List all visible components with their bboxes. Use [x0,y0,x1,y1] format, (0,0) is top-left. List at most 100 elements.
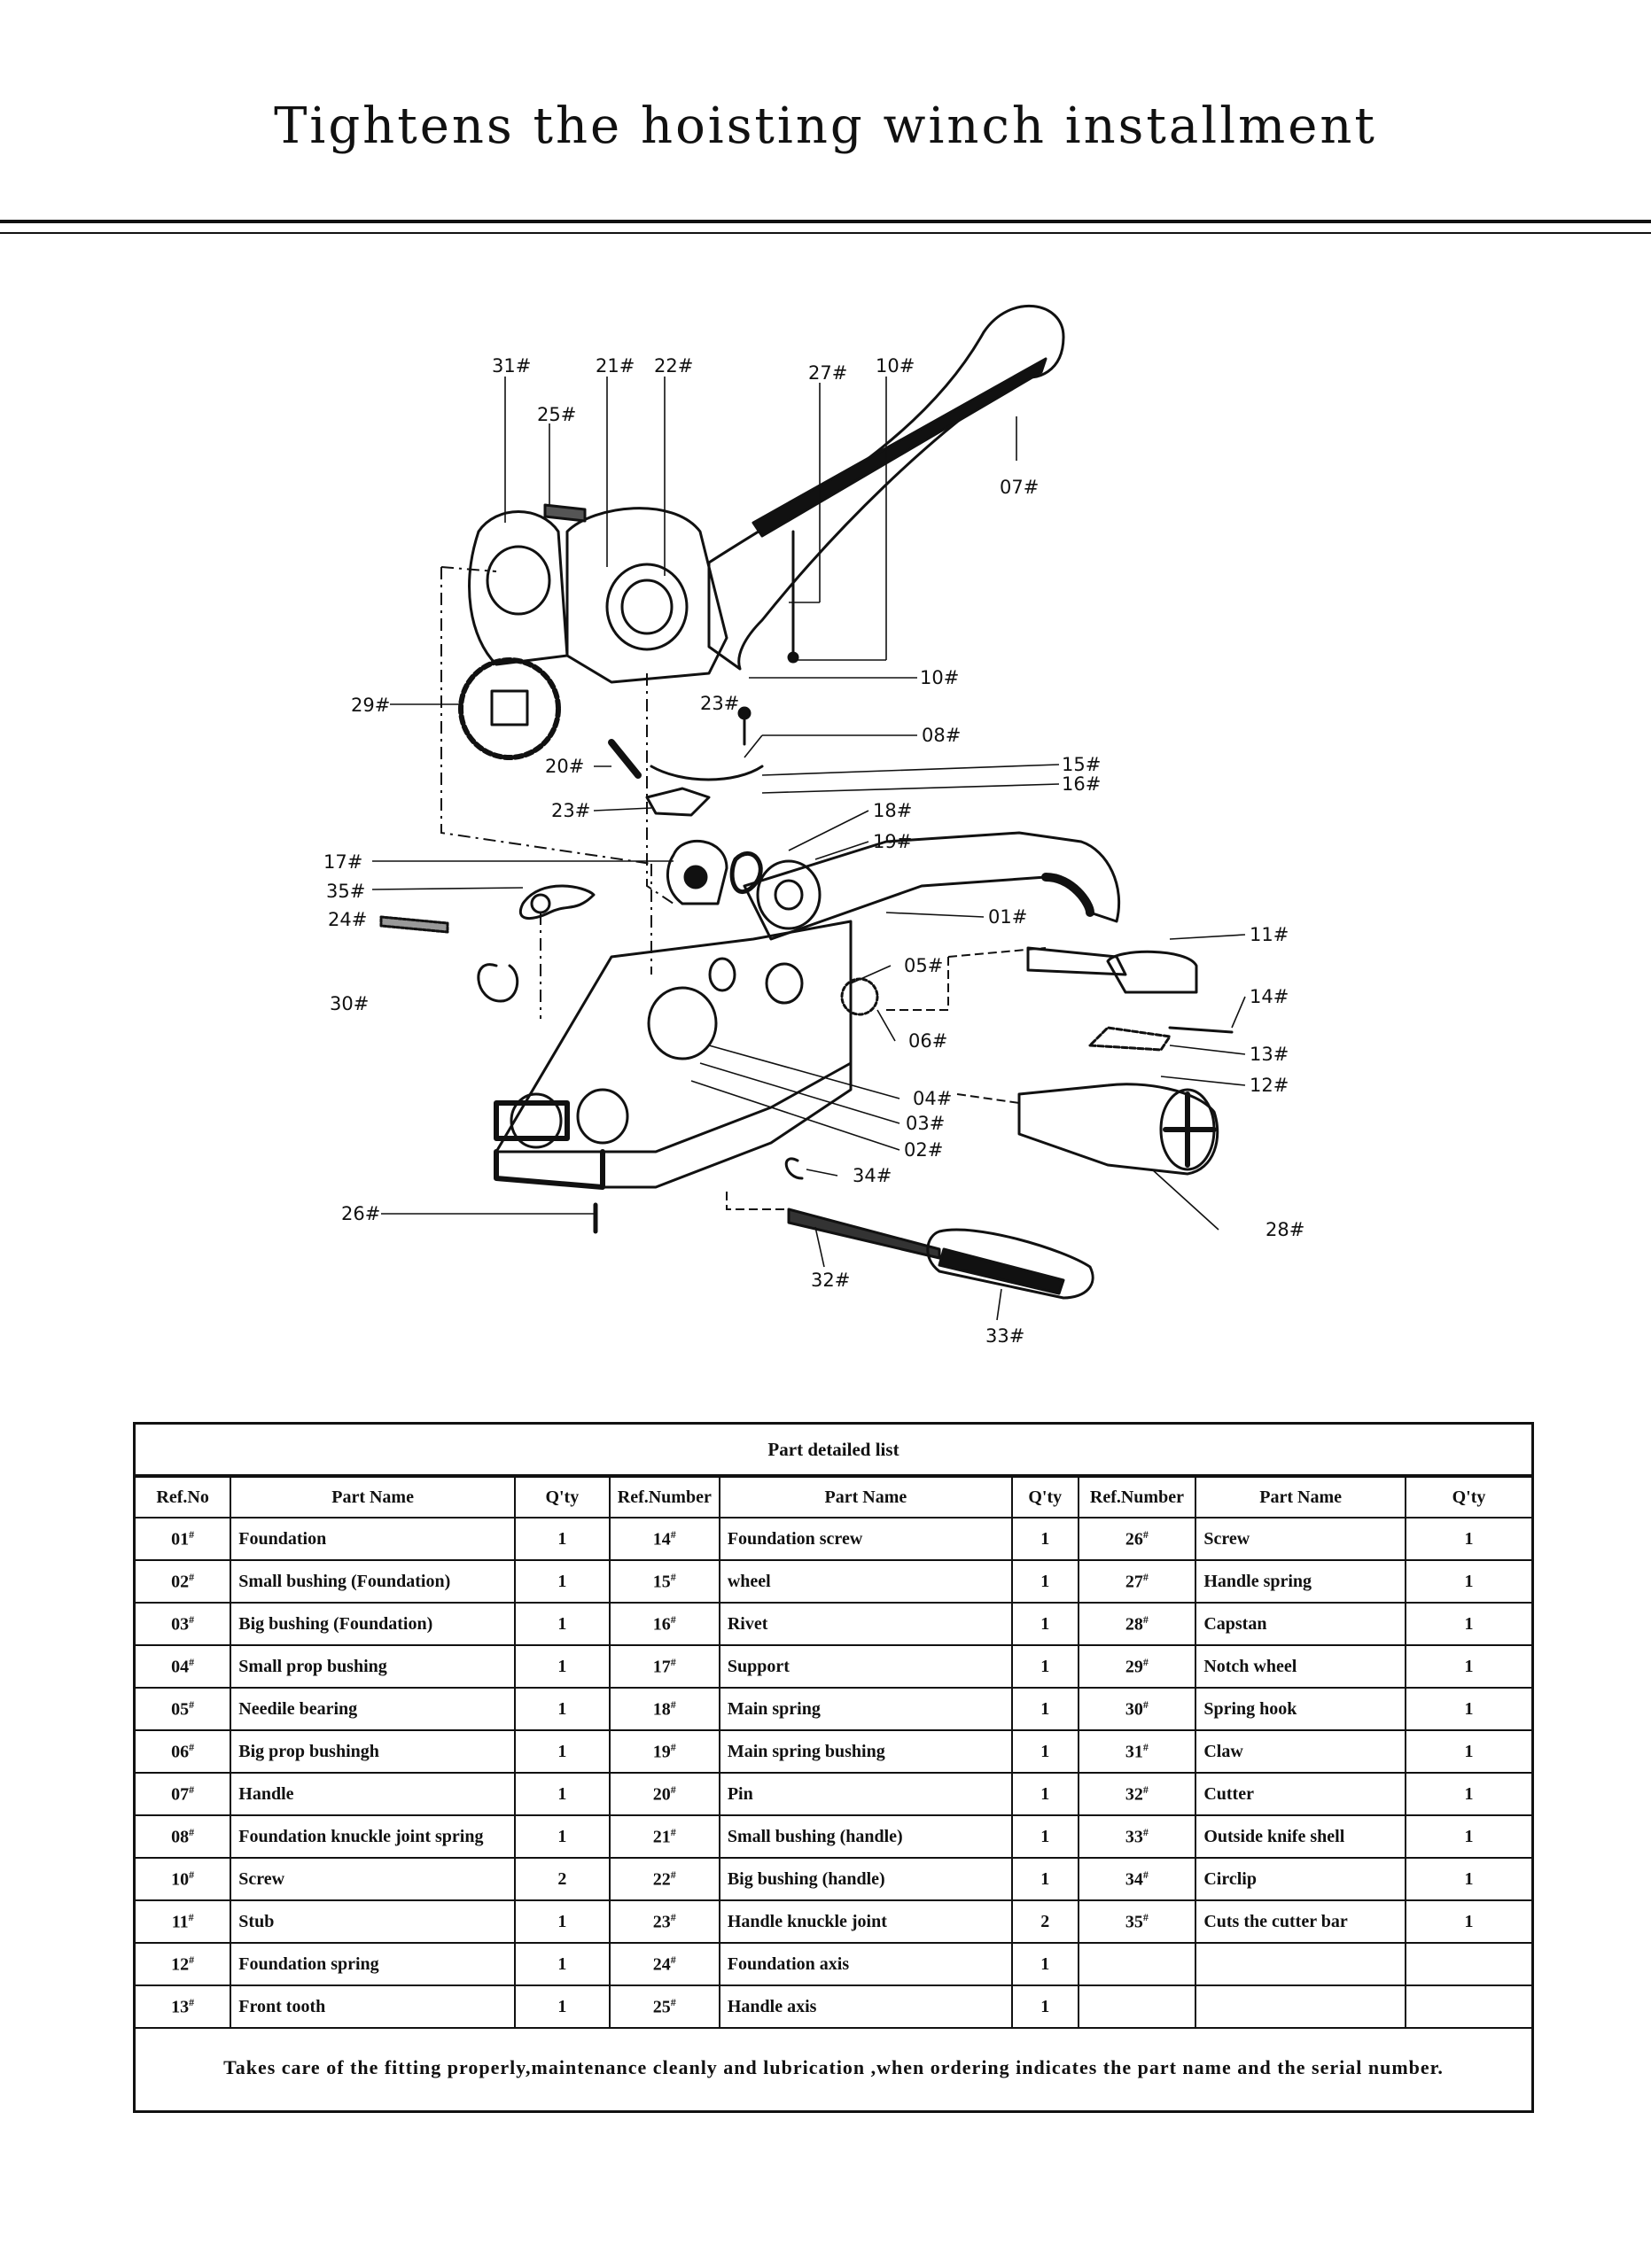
ref-number: 15 [652,1572,671,1592]
quantity-cell [1404,1984,1531,2029]
ref-number: 29 [1125,1657,1143,1677]
quantity-cell: 1 [1010,1687,1079,1731]
ref-mark: # [189,1740,195,1753]
callout-35: 35# [326,881,365,902]
maintenance-note: Takes care of the fitting properly,maint… [223,2056,1444,2078]
callout-13: 13# [1250,1044,1289,1065]
part-name-cell: Front tooth [230,1984,516,2029]
small-prop-bushing [708,957,736,992]
pin-20 [608,739,642,779]
quantity-cell: 1 [1404,1729,1531,1774]
quantity-cell: 2 [1010,1899,1079,1944]
part-name-cell: Foundation screw [718,1517,1013,1561]
quantity-cell: 1 [513,1602,611,1646]
quantity-cell: 2 [513,1857,611,1901]
part-name-cell: Handle spring [1195,1559,1406,1604]
ref-mark: # [670,1995,676,2008]
ref-number: 19 [652,1742,671,1762]
ref-mark: # [670,1783,676,1796]
part-name-cell [1195,1942,1406,1986]
ref-mark: # [1142,1740,1149,1753]
exploded-parts-diagram: 31# 25# 21# 22# 27# 10# 07# 29# 23# 10# … [323,304,1304,1347]
part-name-cell: Stub [230,1899,516,1944]
ref-number-cell: 06# [136,1729,232,1774]
part-name-cell: Notch wheel [1195,1644,1406,1689]
ref-mark: # [670,1612,676,1626]
quantity-cell: 1 [513,1687,611,1731]
foundation-axis [379,915,449,934]
big-bushing-handle [605,563,689,651]
foundation-screw [1168,1026,1234,1034]
callout-23-top: 23# [700,693,739,714]
quantity-cell: 1 [1404,1644,1531,1689]
ref-number: 14 [652,1529,671,1550]
callout-03: 03# [906,1113,945,1134]
ref-number-cell: 34# [1077,1857,1197,1901]
big-bushing-foundation [647,986,718,1060]
ref-number-cell: 05# [136,1687,232,1731]
ref-number-cell: 08# [136,1814,232,1859]
part-name-cell: Support [718,1644,1013,1689]
column-header: Part Name [1195,1476,1406,1518]
ref-number: 31 [1125,1742,1143,1762]
ref-mark: # [670,1825,676,1838]
ref-number-cell: 03# [136,1602,232,1646]
ref-number-cell: 20# [608,1772,720,1816]
quantity-cell: 1 [513,1814,611,1859]
ref-number: 34 [1125,1869,1143,1890]
column-header: Ref.Number [608,1476,720,1518]
ref-number: 20 [652,1784,671,1805]
ref-mark: # [670,1655,676,1668]
ref-number-cell: 15# [608,1559,720,1604]
part-name-cell: Big bushing (handle) [718,1857,1013,1901]
ref-mark: # [1142,1868,1149,1881]
part-name-cell: Foundation axis [718,1942,1013,1986]
table-header-row: Ref.No Part Name Q'ty Ref.Number Part Na… [136,1476,1531,1518]
parts-table: Ref.No Part Name Q'ty Ref.Number Part Na… [136,1476,1531,2029]
callout-31: 31# [492,355,531,377]
part-name-cell: Cuts the cutter bar [1195,1899,1406,1944]
part-name-cell: Claw [1195,1729,1406,1774]
ref-number: 21 [652,1827,671,1847]
ref-number-cell: 32# [1077,1772,1197,1816]
outside-knife-shell [926,1228,1094,1300]
column-header: Ref.Number [1077,1476,1197,1518]
ref-number-cell: 21# [608,1814,720,1859]
ref-mark: # [1142,1655,1149,1668]
leader-lines [371,377,1246,1321]
quantity-cell: 1 [513,1942,611,1986]
callout-28: 28# [1266,1219,1304,1240]
part-name-cell: Circlip [1195,1857,1406,1901]
quantity-cell: 1 [513,1729,611,1774]
quantity-cell: 1 [1010,1814,1079,1859]
ref-number-cell: 24# [608,1942,720,1986]
quantity-cell: 1 [1010,1559,1079,1604]
ref-number-cell: 35# [1077,1899,1197,1944]
callout-labels: 31# 25# 21# 22# 27# 10# 07# 29# 23# 10# … [323,355,1304,1347]
ref-number: 26 [1125,1529,1143,1550]
ref-mark: # [189,1697,195,1711]
ref-number-cell: 22# [608,1857,720,1901]
ref-number-cell: 28# [1077,1602,1197,1646]
ref-number-cell [1077,1942,1197,1986]
callout-02: 02# [904,1139,943,1161]
ref-mark: # [189,1783,195,1796]
ref-number: 32 [1125,1784,1143,1805]
spring-hook [477,963,519,1003]
ref-mark: # [1142,1910,1149,1923]
ref-number: 28 [1125,1614,1143,1635]
ref-mark: # [670,1868,676,1881]
callout-33: 33# [985,1325,1024,1347]
ref-number-cell: 13# [136,1984,232,2029]
column-header: Q'ty [513,1476,611,1518]
part-name-cell: Big prop bushingh [230,1729,516,1774]
cuts-cutter-bar [518,884,596,920]
part-name-cell [1195,1984,1406,2029]
front-tooth [1088,1026,1172,1052]
support-part [666,840,728,905]
header-rule-thin [0,232,1651,234]
